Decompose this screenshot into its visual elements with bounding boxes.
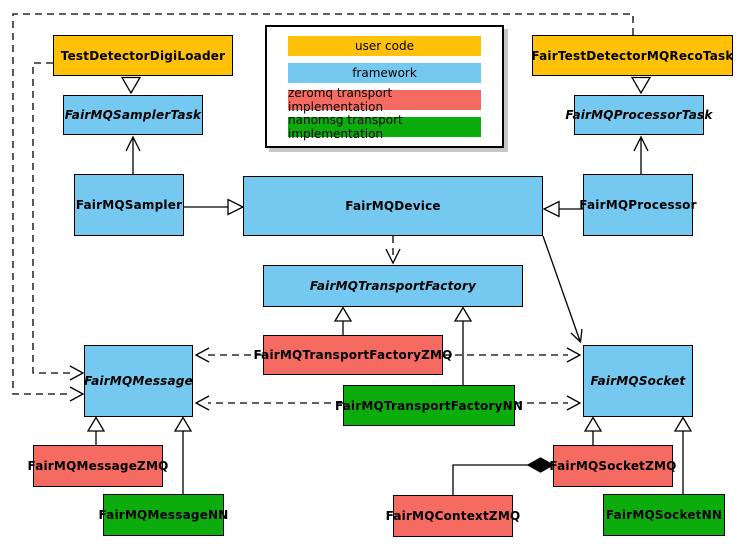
node-fairmq-sampler: FairMQSampler [74,174,184,236]
node-label: FairMQProcessor [579,198,697,212]
node-label: FairMQMessageNN [98,508,229,522]
legend-item-label: framework [352,66,417,80]
edge-recotask-processortask-inheritance [630,76,652,95]
edge-device-socket-association [542,235,583,344]
edge-digiloader-message-dependency [32,62,85,381]
node-fairmq-sampler-task: FairMQSamplerTask [63,95,203,135]
node-fairmq-transport-factory-nn: FairMQTransportFactoryNN [335,385,523,426]
node-fairmq-processor-task: FairMQProcessorTask [565,95,712,135]
legend-item-label: nanomsg transport implementation [288,113,403,141]
edge-digiloader-samplertask-inheritance [120,76,142,95]
node-label: FairMQSocket [590,374,686,388]
edge-socketzmq-socket-inheritance [583,416,603,445]
node-test-detector-digi-loader: TestDetectorDigiLoader [53,35,233,76]
edge-processor-device-inheritance [542,200,583,218]
edge-factoryzmq-message-dependency [194,347,263,363]
legend-item-user-code: user code [288,36,481,56]
node-label: FairMQSampler [75,198,183,212]
node-fairmq-message: FairMQMessage [84,345,193,417]
node-label: TestDetectorDigiLoader [60,48,226,63]
node-label: FairMQProcessorTask [565,108,713,122]
node-label: FairMQMessage [84,374,193,388]
node-fair-test-detector-mq-reco-task: FairTestDetectorMQRecoTask [531,35,734,76]
edge-factorynn-socket-dependency [515,395,582,411]
legend-item-label: zeromq transport implementation [288,86,393,114]
edge-messagezmq-message-inheritance [86,416,106,445]
node-fairmq-socket-nn: FairMQSocketNN [603,494,725,536]
node-fairmq-device: FairMQDevice [243,176,543,236]
edge-contextzmq-socketzmq-composition [452,457,555,495]
edge-processor-processortask-association [633,135,649,174]
node-label: FairMQTransportFactoryNN [334,398,524,413]
node-fairmq-context-zmq: FairMQContextZMQ [386,495,520,537]
edge-sampler-samplertask-association [125,135,141,174]
edge-factorynn-factory-inheritance [453,306,473,385]
edge-socketnn-socket-inheritance [673,416,693,494]
legend: user code framework zeromq transport imp… [265,25,504,148]
node-fairmq-socket: FairMQSocket [583,345,693,417]
node-label: FairMQSocketZMQ [549,459,677,473]
node-fairmq-processor: FairMQProcessor [579,174,697,236]
legend-item-zeromq: zeromq transport implementation [288,86,481,114]
node-label: FairMQDevice [345,199,441,213]
node-label: FairTestDetectorMQRecoTask [531,48,734,63]
edge-factoryzmq-socket-dependency [443,347,582,363]
node-label: FairMQSamplerTask [64,108,202,122]
edge-recotask-message-dependency [12,13,634,402]
node-fairmq-socket-zmq: FairMQSocketZMQ [549,445,676,487]
edge-sampler-device-inheritance [184,198,245,216]
node-label: FairMQTransportFactoryZMQ [253,348,453,362]
node-label: FairMQContextZMQ [385,509,521,523]
edge-messagenn-message-inheritance [173,416,193,494]
node-label: FairMQTransportFactory [309,279,477,293]
edge-factoryzmq-factory-inheritance [333,306,353,335]
node-label: FairMQMessageZMQ [27,459,169,473]
node-fairmq-message-nn: FairMQMessageNN [98,494,228,536]
legend-item-nanomsg: nanomsg transport implementation [288,113,481,141]
legend-item-framework: framework [288,63,481,83]
node-label: FairMQSocketNN [605,508,723,522]
node-fairmq-transport-factory-zmq: FairMQTransportFactoryZMQ [253,335,452,375]
edge-factorynn-message-dependency [194,395,343,411]
node-fairmq-message-zmq: FairMQMessageZMQ [28,445,168,487]
legend-item-label: user code [355,39,414,53]
node-fairmq-transport-factory: FairMQTransportFactory [263,265,523,307]
edge-device-transportfactory-dependency [385,236,401,265]
